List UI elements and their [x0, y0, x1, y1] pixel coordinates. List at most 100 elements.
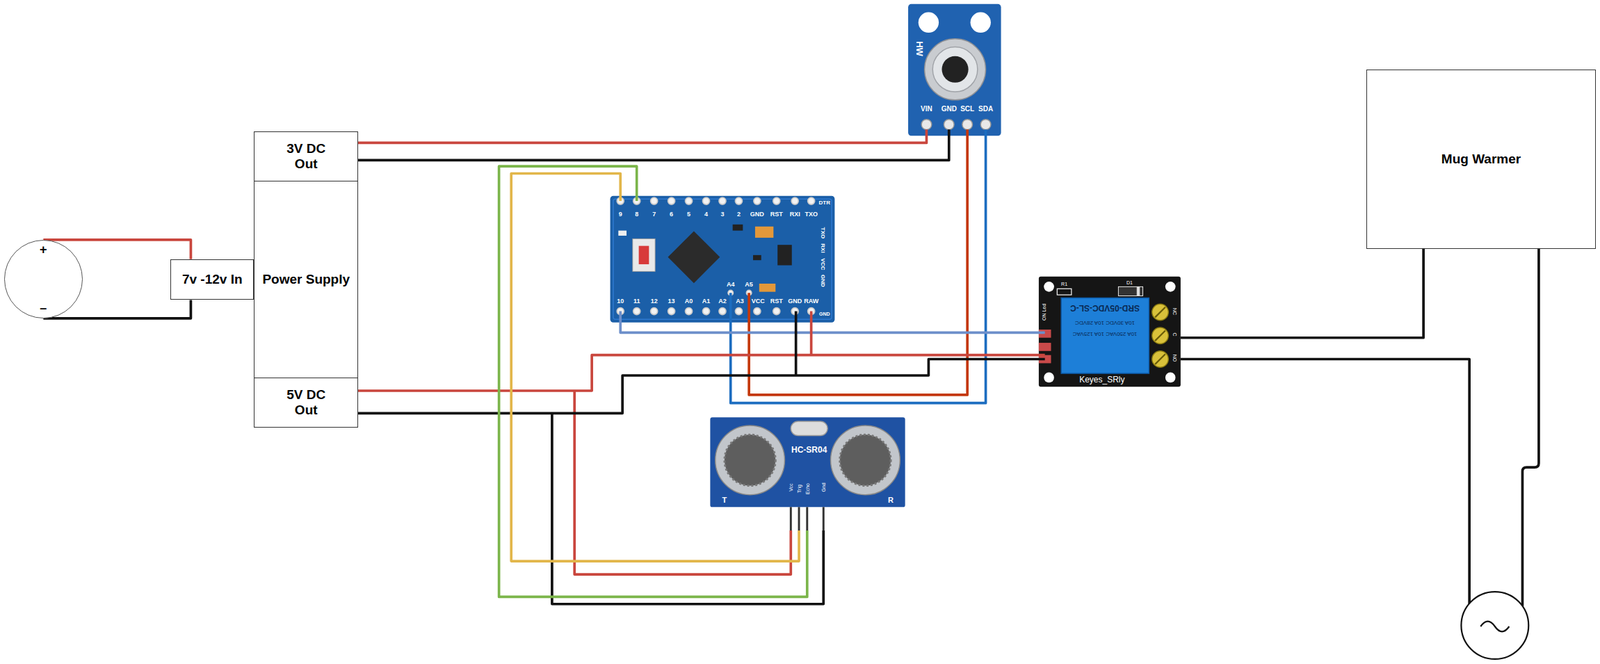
- pin-hole: [616, 197, 815, 315]
- pin-hole: [685, 308, 693, 315]
- pin-label: 9: [618, 211, 623, 218]
- temperature-sensor-module: [943, 119, 955, 131]
- pin-hole: [753, 197, 761, 205]
- ac-source-symbol: [1460, 591, 1529, 660]
- node-label: +: [39, 242, 48, 258]
- pin-label: 4: [704, 211, 708, 218]
- temperature-sensor-module: [970, 12, 991, 33]
- pin-label: Vcc: [788, 483, 794, 493]
- pin-hole: [718, 308, 726, 315]
- wire: [620, 311, 1045, 334]
- terminal-label: C: [1172, 333, 1178, 337]
- pin-label: A3: [735, 297, 745, 304]
- pin-label: 11: [633, 297, 641, 304]
- wire: [1522, 248, 1539, 607]
- wire: [358, 359, 1046, 414]
- temperature-sensor-module: [941, 56, 968, 83]
- temperature-sensor-module: [908, 4, 1002, 136]
- pin-label: A1: [702, 297, 711, 304]
- pin-label: VCC: [751, 297, 765, 304]
- relay-module: [1154, 307, 1166, 365]
- input-box: 7v -12v In: [170, 259, 254, 301]
- pin-label: 7: [652, 211, 656, 218]
- pin-hole: [791, 197, 799, 205]
- temperature-sensor-module: [908, 4, 1002, 136]
- pin-hole: [753, 308, 761, 315]
- wire: [511, 173, 799, 562]
- arduino-board: [753, 255, 762, 261]
- ac-source-symbol: [1460, 591, 1529, 660]
- pin-label: 5: [687, 211, 691, 218]
- ultrasonic-sensor-module: [709, 417, 905, 531]
- appliance-box: Mug Warmer: [1366, 69, 1596, 249]
- pin-hole: [668, 197, 676, 205]
- arduino-board: [668, 230, 721, 284]
- pin-hole: [668, 308, 676, 315]
- arduino-board: [613, 198, 832, 320]
- relay-module: [1038, 276, 1181, 387]
- ultrasonic-sensor-module: [715, 425, 786, 496]
- arduino-board: [618, 230, 627, 236]
- pin-label: TXO: [819, 226, 826, 238]
- relay-rating: 10A 250VAC 10A 125VAC: [1072, 330, 1138, 337]
- pin-label: A5: [744, 281, 754, 288]
- pin-label: SCL: [960, 105, 975, 113]
- pin-label: Trig: [796, 484, 802, 494]
- wire: [1180, 248, 1424, 338]
- wire: [358, 129, 950, 160]
- pin-hole: [702, 197, 710, 205]
- pin-label: Gnd: [821, 483, 827, 493]
- arduino-board: [777, 244, 793, 265]
- relay-module: [1118, 286, 1143, 296]
- pin-hole: [807, 197, 815, 205]
- pin-label: 6: [669, 211, 674, 218]
- relay-module: [1038, 276, 1181, 387]
- arduino-board: [610, 196, 836, 323]
- pin-hole: [734, 308, 742, 315]
- pin-label: A0: [684, 297, 694, 304]
- pin-label: Echo: [804, 483, 810, 495]
- pin-label: 3: [720, 211, 724, 218]
- battery-circle: +–: [4, 239, 83, 319]
- pin-label: RST: [770, 211, 783, 218]
- relay-module: [1043, 372, 1055, 384]
- ultrasonic-sensor-module: [724, 434, 776, 486]
- pin-label: 10: [616, 297, 624, 304]
- module-name: HC-SR04: [791, 445, 827, 455]
- relay-module: [1165, 372, 1176, 384]
- relay-module: [1038, 342, 1052, 352]
- pin-label: GND: [787, 297, 802, 304]
- node-label: 5V DC Out: [278, 387, 334, 418]
- node-label: –: [39, 301, 47, 316]
- output-section: 3V DC Out: [254, 132, 358, 181]
- wire: [794, 311, 798, 376]
- pin-label: RXI: [789, 211, 801, 218]
- pin-label: 8: [634, 211, 639, 218]
- pin-label: GND: [750, 211, 765, 218]
- arduino-board: [610, 196, 836, 323]
- wire: [730, 129, 987, 403]
- pin-label: 12: [650, 297, 658, 304]
- transducer-label: T: [722, 496, 728, 505]
- temperature-sensor-module: [980, 119, 991, 131]
- wire: [1180, 359, 1470, 605]
- pin-label: GND: [819, 274, 826, 288]
- pin-hole: [633, 308, 641, 315]
- pin-label: RAW: [803, 297, 819, 304]
- component-label: ON Led: [1041, 303, 1047, 321]
- arduino-board: [632, 238, 656, 272]
- temperature-sensor-module: [918, 12, 939, 33]
- output-section: 5V DC Out: [254, 377, 358, 427]
- relay-module: [1136, 286, 1140, 296]
- pin-hole: [650, 197, 658, 205]
- pin-label: 2: [737, 211, 741, 218]
- pin-label: VCC: [819, 258, 826, 271]
- relay-rating: 10A 30VDC 10A 28VDC: [1075, 319, 1135, 326]
- node-label: Power Supply: [262, 271, 350, 288]
- ultrasonic-sensor-module: [839, 434, 891, 486]
- terminal-label: NO: [1172, 354, 1178, 363]
- transducer-label: R: [887, 496, 894, 505]
